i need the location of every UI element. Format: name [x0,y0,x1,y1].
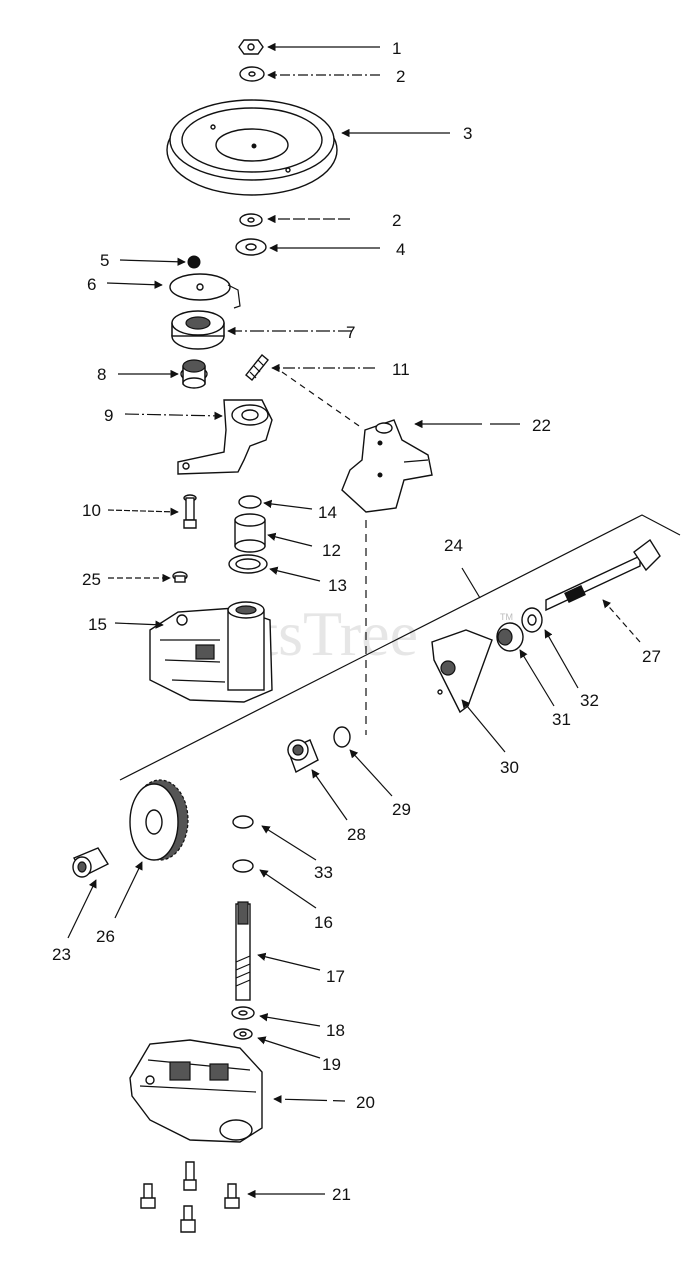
callout-31: 31 [552,710,571,729]
part-8-bushing [180,359,208,389]
callout-22: 22 [532,416,551,435]
part-32-washer [521,607,543,633]
callout-32: 32 [580,691,599,710]
part-22-bracket [341,419,433,513]
part-21-screws [140,1161,240,1233]
callout-arrows [67,42,641,1199]
part-11-spring [245,354,269,381]
part-6-plate [169,273,241,309]
callout-10: 10 [82,501,101,520]
part-25-pin [172,571,188,583]
part-31-bearing [496,622,524,652]
part-26-gear [129,779,189,861]
part-3-pulley [166,99,338,196]
callout-16: 16 [314,913,333,932]
part-19-washer [233,1028,253,1040]
part-2-washer-lower [239,213,263,227]
callout-17: 17 [326,967,345,986]
callout-4: 4 [396,240,405,259]
callout-27: 27 [642,647,661,666]
part-15-upper-housing [149,601,273,703]
callout-33: 33 [314,863,333,882]
callout-21: 21 [332,1185,351,1204]
callout-13: 13 [328,576,347,595]
part-28-bushing [287,739,319,774]
part-10-bolt [183,494,197,529]
callout-3: 3 [463,124,472,143]
callout-18: 18 [326,1021,345,1040]
callout-1: 1 [392,39,401,58]
part-7-bearing [171,310,225,350]
part-33-washer [232,815,254,829]
callout-25: 25 [82,570,101,589]
callout-23: 23 [52,945,71,964]
part-18-washer [231,1006,255,1020]
callout-15: 15 [88,615,107,634]
callout-labels: 1 2 3 2 4 5 6 7 8 11 9 22 10 14 12 24 25… [52,39,661,1204]
callout-29: 29 [392,800,411,819]
callout-28: 28 [347,825,366,844]
part-4-washer [235,238,267,256]
part-13-washer [228,554,268,574]
part-1-nut [238,39,264,55]
callout-24: 24 [444,536,463,555]
callout-9: 9 [104,406,113,425]
callout-8: 8 [97,365,106,384]
part-23-bushing [72,847,110,878]
part-12-sleeve [234,513,266,553]
dash-line-11-22 [281,371,363,429]
callout-7: 7 [346,323,355,342]
part-5-ball [187,255,201,269]
callout-line-24 [461,567,481,599]
callout-11: 11 [392,360,410,379]
part-14-ring [238,495,262,509]
part-29-ring [333,726,351,748]
trademark-mark: TM [500,612,513,622]
assembly-line-24 [119,514,681,781]
callout-14: 14 [318,503,337,522]
part-20-lower-housing [129,1039,263,1143]
part-16-ring [232,859,254,873]
part-2-washer [239,66,265,82]
part-27-shaft [545,538,661,612]
callout-6: 6 [87,275,96,294]
part-17-worm-shaft [235,901,251,1001]
callout-19: 19 [322,1055,341,1074]
callout-26: 26 [96,927,115,946]
callout-20: 20 [356,1093,375,1112]
callout-2-lower: 2 [392,211,401,230]
callout-30: 30 [500,758,519,777]
callout-5: 5 [100,251,109,270]
callout-12: 12 [322,541,341,560]
callout-2: 2 [396,67,405,86]
part-9-lever [177,399,273,475]
part-30-plate [431,629,493,714]
